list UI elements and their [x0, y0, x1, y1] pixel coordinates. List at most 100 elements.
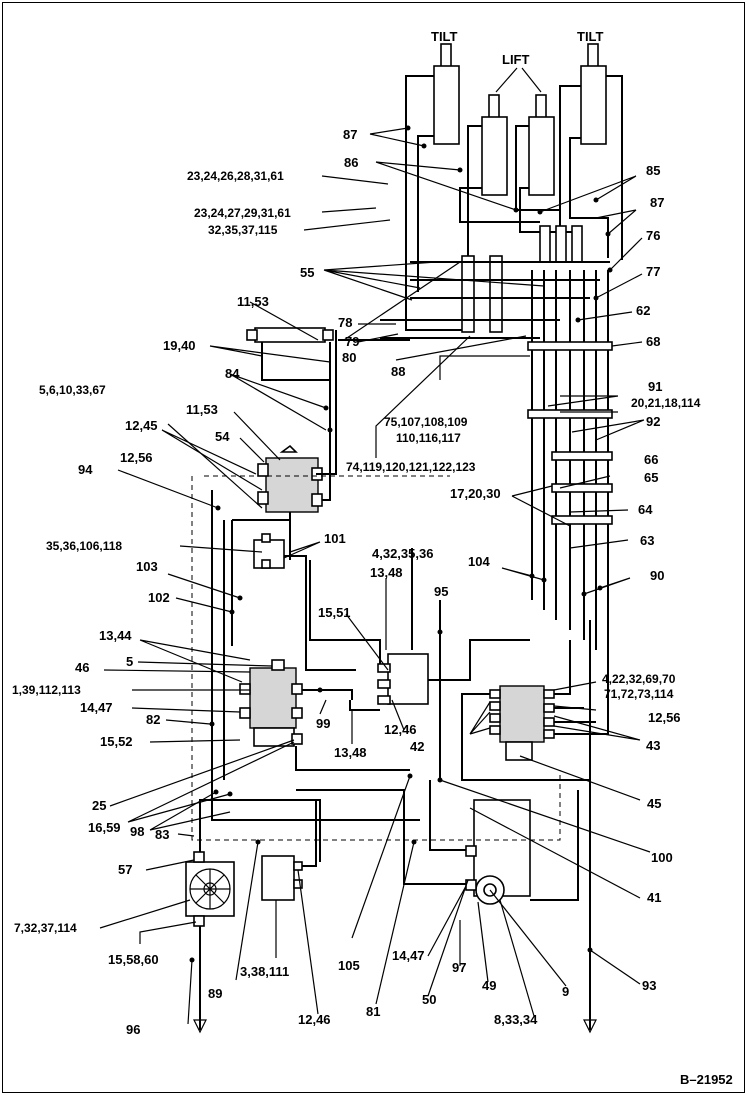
lift-title: LIFT	[502, 52, 529, 67]
label-3-38-111: 3,38,111	[240, 964, 289, 979]
label-5: 5	[126, 654, 133, 669]
label-93: 93	[642, 978, 656, 993]
label-55: 55	[300, 265, 314, 280]
label-13-48a: 13,48	[370, 565, 403, 580]
label-23-24-26: 23,24,26,28,31,61	[187, 169, 284, 183]
label-105: 105	[338, 958, 360, 973]
label-90: 90	[650, 568, 664, 583]
label-15-58-60: 15,58,60	[108, 952, 159, 967]
label-83: 83	[155, 827, 169, 842]
label-96: 96	[126, 1022, 140, 1037]
label-110-116-117: 110,116,117	[396, 431, 461, 445]
label-8-33-34: 8,33,34	[494, 1012, 538, 1027]
label-25: 25	[92, 798, 106, 813]
label-12-56b: 12,56	[648, 710, 681, 725]
label-12-46a: 12,46	[384, 722, 417, 737]
label-71-72-73-114: 71,72,73,114	[604, 687, 674, 701]
pilot-valve	[377, 653, 429, 705]
label-66: 66	[644, 452, 658, 467]
label-42: 42	[410, 739, 424, 754]
label-65: 65	[644, 470, 658, 485]
label-97: 97	[452, 960, 466, 975]
label-19-40: 19,40	[163, 338, 196, 353]
label-62: 62	[636, 303, 650, 318]
lift-cylinder-right	[528, 94, 555, 196]
label-95: 95	[434, 584, 448, 599]
label-54: 54	[215, 429, 230, 444]
lift-cylinder-left	[481, 94, 508, 196]
label-84: 84	[225, 366, 240, 381]
label-14-47a: 14,47	[80, 700, 113, 715]
solenoid-valve	[253, 533, 285, 569]
label-98: 98	[130, 824, 144, 839]
label-104: 104	[468, 554, 490, 569]
callout-leaders	[99, 127, 651, 1025]
label-45: 45	[647, 796, 661, 811]
label-12-46b: 12,46	[298, 1012, 331, 1027]
label-23-24-27: 23,24,27,29,31,61	[194, 206, 291, 220]
label-35-36-106-118: 35,36,106,118	[46, 539, 122, 553]
label-103: 103	[136, 559, 158, 574]
label-74-119: 74,119,120,121,122,123	[346, 460, 476, 474]
label-7-32-37-114: 7,32,37,114	[14, 921, 77, 935]
label-16-59: 16,59	[88, 820, 121, 835]
label-63: 63	[640, 533, 654, 548]
label-15-51: 15,51	[318, 605, 351, 620]
label-13-44: 13,44	[99, 628, 132, 643]
label-50: 50	[422, 992, 436, 1007]
label-9: 9	[562, 984, 569, 999]
tilt-right-title: TILT	[577, 29, 604, 44]
label-94: 94	[78, 462, 93, 477]
tilt-cylinder-left	[433, 43, 460, 145]
main-control-block	[239, 659, 303, 747]
label-43: 43	[646, 738, 660, 753]
label-76: 76	[646, 228, 660, 243]
label-78: 78	[338, 315, 352, 330]
label-101: 101	[324, 531, 346, 546]
label-41: 41	[647, 890, 661, 905]
label-92: 92	[646, 414, 660, 429]
label-11-53b: 11,53	[186, 402, 218, 417]
label-4-22-32-69-70: 4,22,32,69,70	[602, 672, 676, 686]
label-49: 49	[482, 978, 496, 993]
drawing-id: B–21952	[680, 1072, 733, 1087]
label-68: 68	[646, 334, 660, 349]
upper-manifold	[461, 225, 583, 333]
crossover-relief-valve	[246, 327, 334, 343]
label-85: 85	[646, 163, 660, 178]
label-91: 91	[648, 379, 662, 394]
label-102: 102	[148, 590, 170, 605]
label-12-56a: 12,56	[120, 450, 153, 465]
label-17-20-30: 17,20,30	[450, 486, 501, 501]
label-86: 86	[344, 155, 358, 170]
label-64: 64	[638, 502, 653, 517]
label-89: 89	[208, 986, 222, 1001]
label-79: 79	[345, 334, 359, 349]
label-100: 100	[651, 850, 673, 865]
label-88: 88	[391, 364, 405, 379]
label-87b: 87	[650, 195, 664, 210]
label-81: 81	[366, 1004, 380, 1019]
label-20-21-18-114: 20,21,18,114	[631, 396, 701, 410]
clamp-91	[527, 409, 613, 419]
label-15-52: 15,52	[100, 734, 133, 749]
clamp-65	[551, 483, 613, 493]
label-12-45: 12,45	[125, 418, 158, 433]
label-14-47b: 14,47	[392, 948, 425, 963]
label-46: 46	[75, 660, 89, 675]
label-57: 57	[118, 862, 132, 877]
label-13-48b: 13,48	[334, 745, 367, 760]
label-1-39-112-113: 1,39,112,113	[12, 683, 81, 697]
oil-cooler-fan	[185, 851, 235, 927]
label-4-32-35-36: 4,32,35,36	[372, 546, 433, 561]
label-82: 82	[146, 712, 160, 727]
label-32-35-37-115: 32,35,37,115	[208, 223, 278, 237]
label-77: 77	[646, 264, 660, 279]
tilt-left-title: TILT	[431, 29, 458, 44]
junction-dots	[189, 125, 613, 963]
label-80: 80	[342, 350, 356, 365]
label-75-107: 75,107,108,109	[384, 415, 468, 429]
